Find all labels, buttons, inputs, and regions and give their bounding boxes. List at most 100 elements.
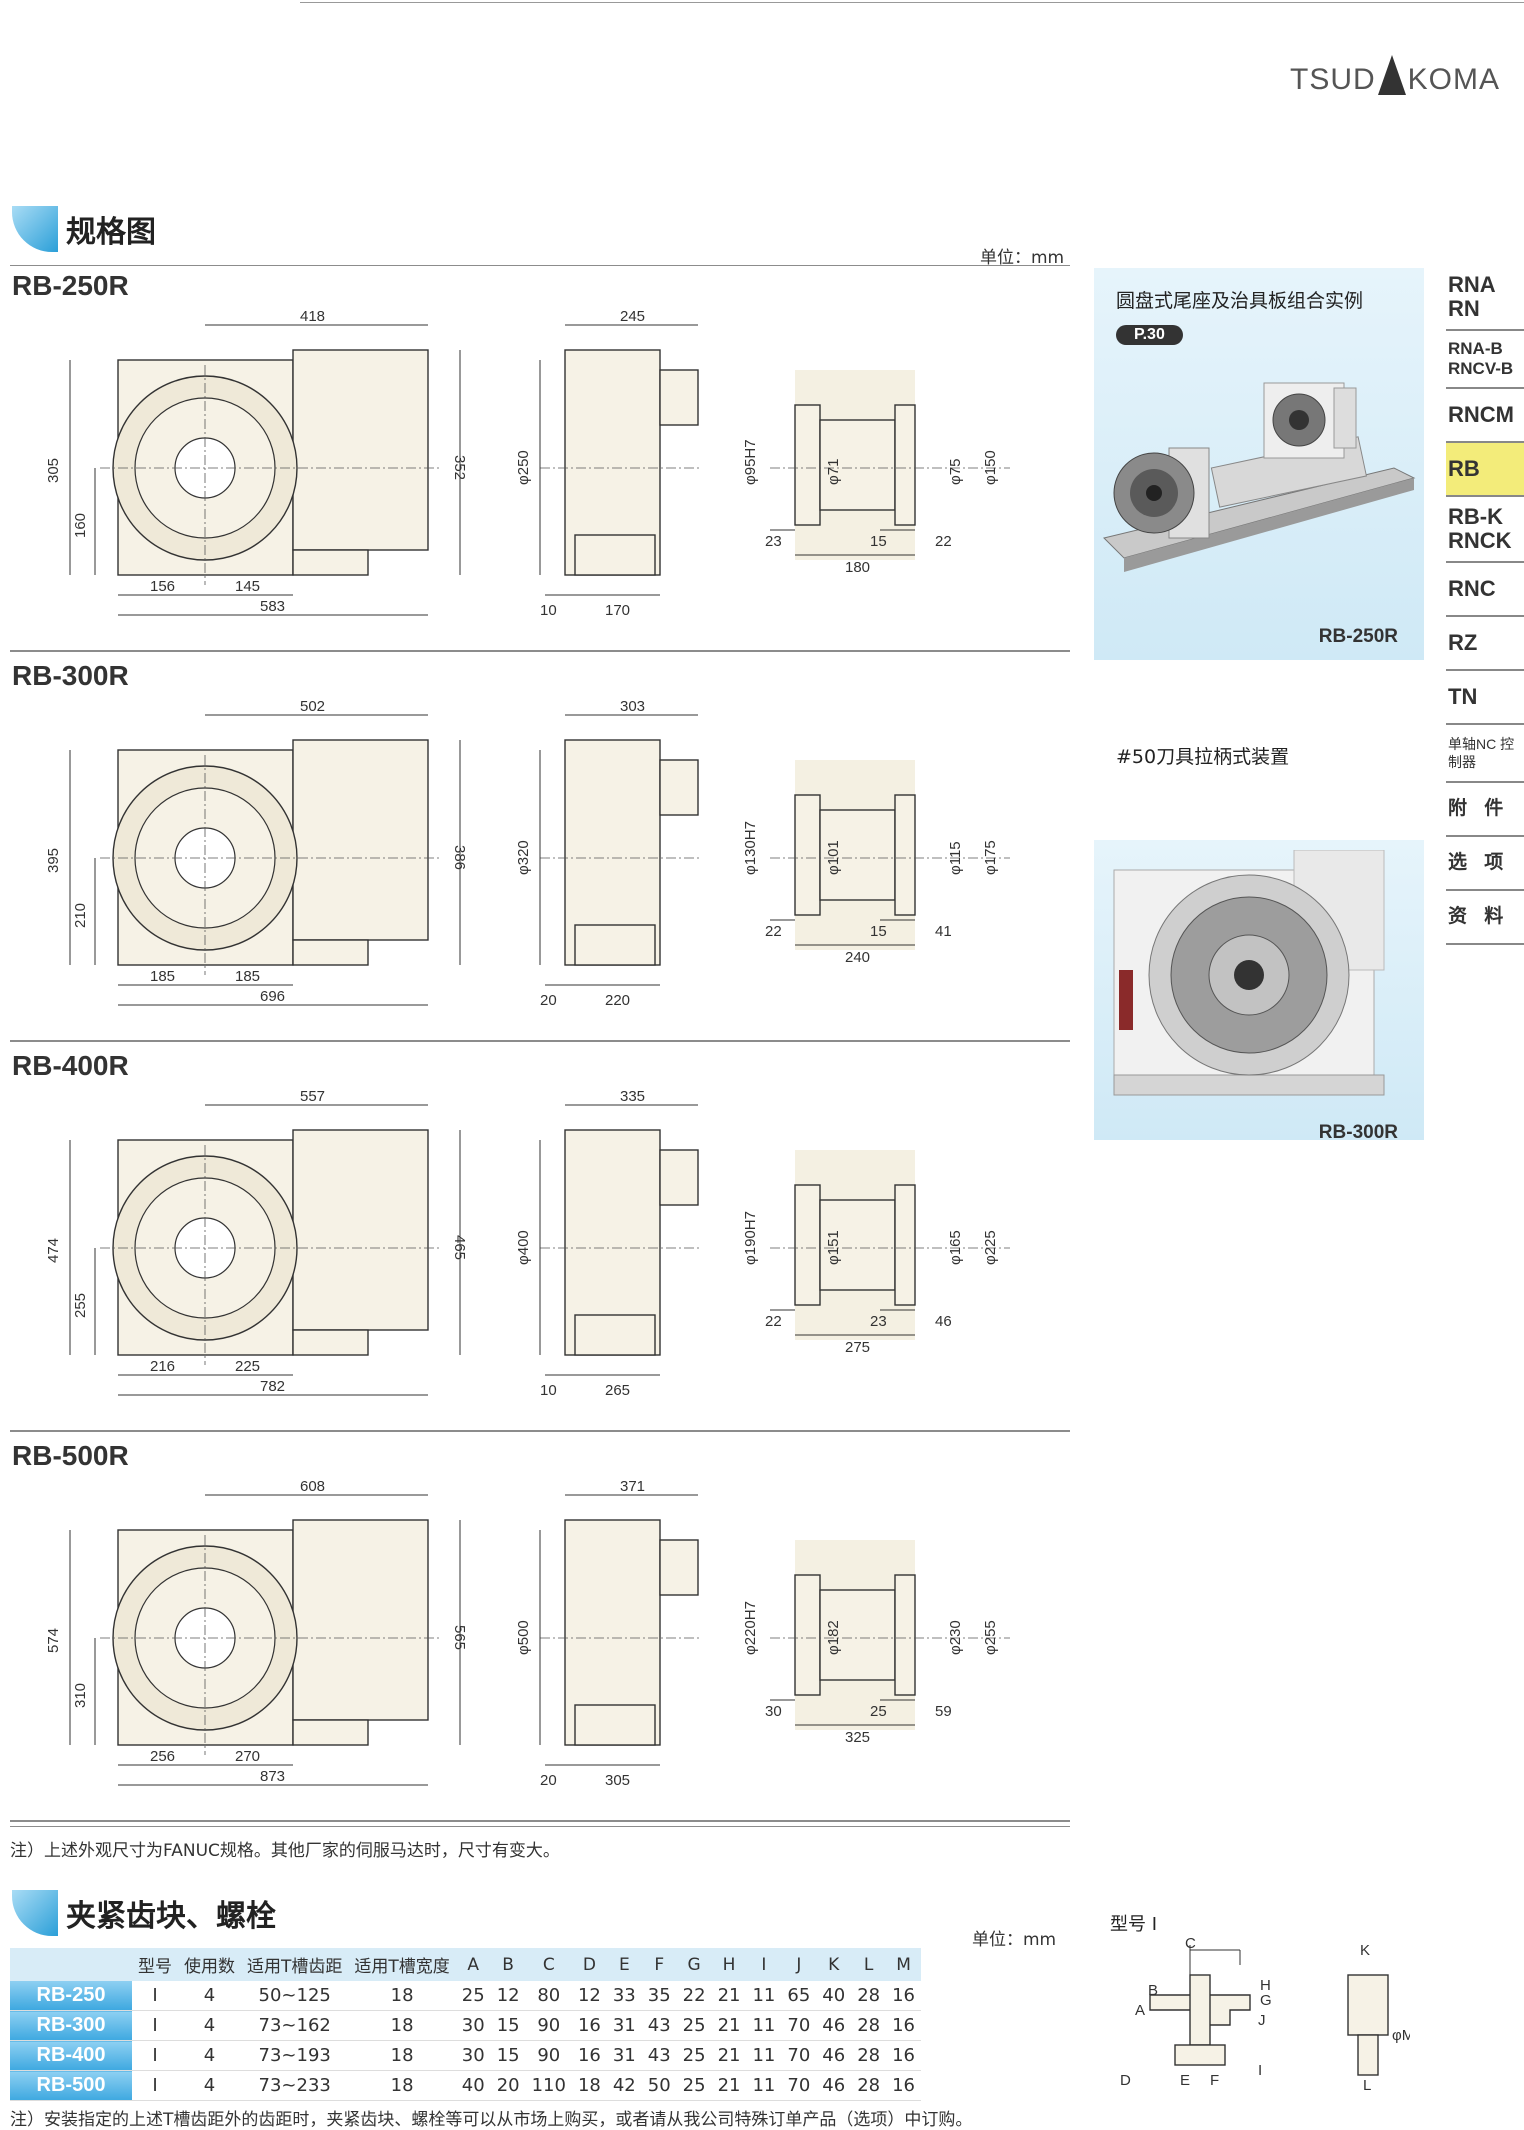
side-tab-rna-b[interactable]: RNA-B RNCV-B: [1446, 331, 1524, 389]
dim-bore: φ190H7: [742, 1211, 759, 1265]
dim-m: φM: [1392, 2027, 1410, 2044]
table-cell: 12: [490, 1981, 526, 2011]
header-cell: C: [525, 1948, 572, 1981]
dim-d3: φ255: [982, 1620, 999, 1655]
table-cell: 21: [711, 2070, 747, 2101]
header-cell: 型号: [132, 1948, 178, 1981]
table-cell: 70: [781, 2010, 817, 2041]
table-cell: 28: [851, 2040, 887, 2071]
table-cell: 65: [781, 1981, 817, 2011]
side-tab-rz[interactable]: RZ: [1446, 617, 1524, 671]
header-cell: L: [851, 1948, 887, 1981]
side-tab-rb[interactable]: RB: [1446, 443, 1524, 497]
side-tab-nc[interactable]: 单轴NC 控制器: [1446, 725, 1524, 783]
photo-label: RB-300R: [1318, 1122, 1398, 1143]
dim-d1: φ71: [825, 459, 842, 485]
section-header-spec: 规格图: [12, 206, 156, 252]
dim-side-b2: 305: [605, 1772, 630, 1789]
header-cell: E: [606, 1948, 642, 1981]
dim-side-width: 335: [620, 1090, 645, 1105]
dimension-drawing: 502 395 210 386 185 185 696: [45, 700, 1010, 1009]
dim-j: J: [1258, 2012, 1266, 2029]
table-cell: 73~162: [241, 2010, 349, 2041]
dim-height-right: 386: [451, 845, 468, 870]
side-tab-rb-k[interactable]: RB-K RNCK: [1446, 497, 1524, 563]
table-cell: 11: [746, 1981, 782, 2011]
model-title: RB-250R: [12, 270, 129, 301]
side-nav: RNA RN RNA-B RNCV-B RNCM RB RB-K RNCK RN…: [1446, 265, 1524, 945]
table-cell: 70: [781, 2070, 817, 2101]
dim-bore: φ130H7: [742, 821, 759, 875]
dim-d3: φ225: [982, 1230, 999, 1265]
side-tab-tn[interactable]: TN: [1446, 671, 1524, 725]
dim-a: A: [1135, 2002, 1145, 2019]
dim-l: L: [1363, 2077, 1371, 2094]
dim-side-b2: 220: [605, 992, 630, 1009]
dim-side-b1: 20: [540, 992, 557, 1009]
dim-height-right: 465: [451, 1235, 468, 1260]
dimension-drawing: 557 474 255 465 216 225 782: [45, 1090, 1010, 1399]
table-cell: 46: [816, 2070, 852, 2101]
table-cell: 50: [641, 2070, 677, 2101]
table-cell: 31: [606, 2040, 642, 2071]
table-cell: 18: [348, 2070, 456, 2101]
side-tab-rnc[interactable]: RNC: [1446, 563, 1524, 617]
table-cell: 35: [641, 1981, 677, 2011]
dim-len: 180: [845, 559, 870, 576]
side-tab-rna[interactable]: RNA RN: [1446, 265, 1524, 331]
dim-a: 22: [765, 1313, 782, 1330]
divider: [10, 1040, 1070, 1042]
row-model: RB-500: [10, 2070, 132, 2101]
dim-d2: φ230: [947, 1620, 964, 1655]
dim-b: 23: [870, 1313, 887, 1330]
dim-side-dia: φ250: [515, 450, 532, 485]
dim-c: C: [1185, 1935, 1196, 1952]
header-cell: J: [781, 1948, 817, 1981]
dim-height-right: 565: [451, 1625, 468, 1650]
dim-bore: φ220H7: [742, 1601, 759, 1655]
side-tab-accessories[interactable]: 附 件: [1446, 783, 1524, 837]
table-cell: 18: [571, 2070, 607, 2101]
page-ref-badge[interactable]: P.30: [1116, 324, 1183, 345]
logo-mark-icon: [1377, 55, 1406, 95]
section-view: φ130H7 φ101 φ115 φ175 22 15 41 240: [742, 760, 1010, 966]
dim-d3: φ175: [982, 840, 999, 875]
table-cell: 4: [178, 2010, 241, 2041]
header-cell: G: [676, 1948, 712, 1981]
dim-w2: 270: [235, 1748, 260, 1765]
table-cell: 18: [348, 1981, 456, 2011]
table-cell: 25: [676, 2010, 712, 2041]
unit-label: 单位：mm: [980, 248, 1065, 268]
side-tab-rncm[interactable]: RNCM: [1446, 389, 1524, 443]
unit-label: 单位：mm: [972, 1930, 1057, 1950]
side-tab-data[interactable]: 资 料: [1446, 891, 1524, 945]
model-title: RB-400R: [12, 1050, 129, 1081]
header-cell: [10, 1948, 132, 1981]
table-cell: 30: [455, 2010, 491, 2041]
dim-d2: φ165: [947, 1230, 964, 1265]
table-cell: 40: [455, 2070, 491, 2101]
dim-d1: φ182: [825, 1620, 842, 1655]
divider: [10, 265, 1070, 266]
dim-height-center: 160: [72, 513, 89, 538]
dim-side-width: 371: [620, 1480, 645, 1495]
front-view: 418 305 160 352 156 145 583: [45, 310, 468, 616]
table-cell: 28: [851, 2070, 887, 2101]
dim-width-top: 557: [300, 1090, 325, 1105]
table-cell: 73~233: [241, 2070, 349, 2101]
dim-height-center: 210: [72, 903, 89, 928]
table-cell: 18: [348, 2040, 456, 2071]
model-block: RB-500R: [0, 1440, 1080, 1822]
table-cell: 50~125: [241, 1981, 349, 2011]
table-cell: 11: [746, 2010, 782, 2041]
table-cell: 20: [490, 2070, 526, 2101]
dim-g: G: [1260, 1992, 1272, 2009]
table-cell: 16: [886, 1981, 922, 2011]
side-tab-options[interactable]: 选 项: [1446, 837, 1524, 891]
dim-c: 22: [935, 533, 952, 550]
table-cell: 25: [455, 1981, 491, 2011]
